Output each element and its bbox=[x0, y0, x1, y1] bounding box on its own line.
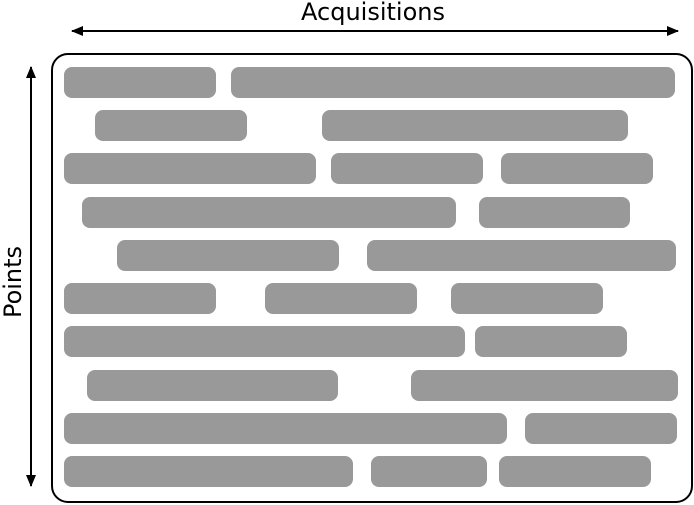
segment-bar bbox=[64, 413, 507, 444]
segment-bar bbox=[501, 153, 653, 184]
segment-bar bbox=[87, 370, 338, 401]
segment-bar bbox=[475, 326, 627, 357]
segment-bar bbox=[479, 197, 630, 228]
segments-group bbox=[64, 67, 678, 487]
segment-bar bbox=[64, 456, 353, 487]
segment-bar bbox=[411, 370, 678, 401]
segment-bar bbox=[231, 67, 675, 98]
segment-bar bbox=[265, 283, 417, 314]
horizontal-axis-label: Acquisitions bbox=[301, 0, 445, 26]
segment-bar bbox=[499, 456, 651, 487]
segment-bar bbox=[64, 283, 216, 314]
segment-bar bbox=[451, 283, 603, 314]
segment-bar bbox=[525, 413, 677, 444]
segment-bar bbox=[371, 456, 487, 487]
segment-bar bbox=[331, 153, 483, 184]
vertical-axis-label: Points bbox=[0, 246, 27, 318]
segment-bar bbox=[64, 153, 316, 184]
segment-bar bbox=[64, 326, 465, 357]
segment-bar bbox=[95, 110, 247, 141]
segment-bar bbox=[64, 67, 216, 98]
segment-bar bbox=[82, 197, 456, 228]
segment-bar bbox=[367, 240, 676, 271]
segment-bar bbox=[117, 240, 339, 271]
segment-bar bbox=[322, 110, 628, 141]
frame bbox=[51, 53, 693, 503]
